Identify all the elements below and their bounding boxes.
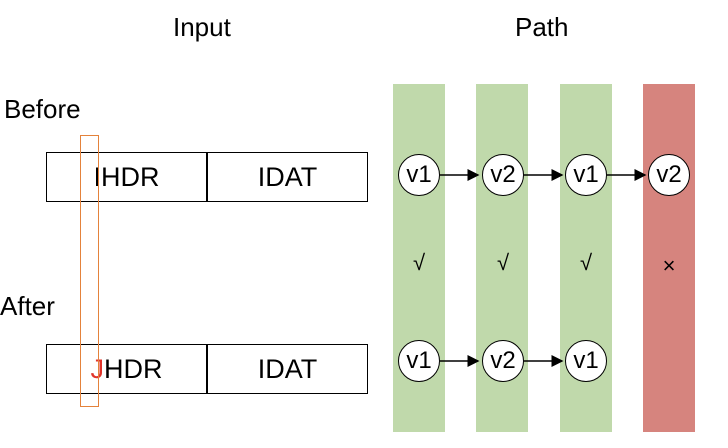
after-chunk-idat: IDAT [207, 344, 368, 394]
path-column-4 [643, 84, 695, 432]
path-top-node-2: v2 [482, 154, 524, 196]
after-label: After [0, 291, 55, 321]
path-bottom-node-2: v2 [482, 340, 524, 382]
check-mark-2: √ [496, 250, 510, 275]
before-chunk-ihdr: IHDR [46, 152, 207, 202]
path-bottom-node-1: v1 [398, 340, 440, 382]
mutated-letter: J [90, 353, 105, 384]
check-mark-3: √ [579, 250, 593, 275]
path-bottom-node-3: v1 [565, 340, 607, 382]
input-heading: Input [173, 12, 231, 42]
path-heading: Path [515, 12, 569, 42]
path-top-node-1: v1 [398, 154, 440, 196]
after-chunk-rest: HDR [104, 353, 163, 384]
cross-mark: × [662, 253, 676, 278]
before-label: Before [4, 94, 81, 124]
check-mark-1: √ [412, 250, 426, 275]
path-top-node-3: v1 [565, 154, 607, 196]
mutation-highlight-box [80, 135, 99, 407]
path-top-node-4: v2 [648, 154, 690, 196]
before-chunk-idat: IDAT [207, 152, 368, 202]
